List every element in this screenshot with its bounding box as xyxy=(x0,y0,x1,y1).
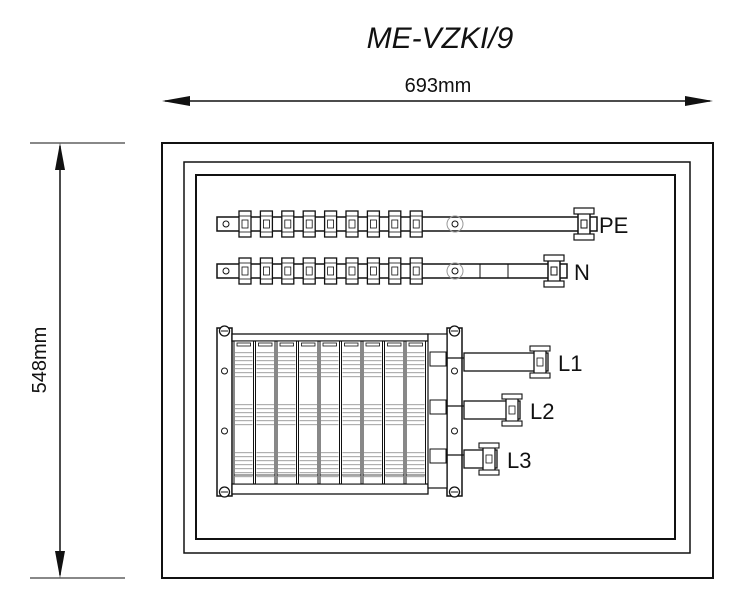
pe-terminal xyxy=(238,210,252,238)
left-rail xyxy=(216,327,233,497)
diagram-title: ME-VZKI/9 xyxy=(367,22,514,55)
pe-label: PE xyxy=(599,213,628,238)
phase-label-l2: L2 xyxy=(530,399,554,424)
n-terminal xyxy=(366,257,381,285)
right-rail xyxy=(446,327,463,497)
pe-terminal xyxy=(281,210,295,238)
height-dimension: 548mm xyxy=(29,142,125,579)
pe-terminal xyxy=(323,210,338,238)
n-end-clamp xyxy=(543,254,565,288)
n-terminal xyxy=(238,257,252,285)
pe-terminal xyxy=(409,210,423,238)
n-busbar: N xyxy=(216,254,590,288)
n-terminal xyxy=(259,257,274,285)
breaker-module xyxy=(276,340,297,485)
breaker-module xyxy=(255,340,276,485)
pe-end-clamp xyxy=(573,207,595,241)
breaker-module xyxy=(341,340,362,485)
pe-terminal xyxy=(345,210,359,238)
n-terminal xyxy=(281,257,295,285)
height-label: 548mm xyxy=(29,327,51,394)
phase-output-l1: L1 xyxy=(429,345,582,379)
breaker-block xyxy=(216,325,463,498)
n-terminal xyxy=(409,257,423,285)
pe-terminal xyxy=(259,210,274,238)
n-label: N xyxy=(574,260,590,285)
pe-busbar: PE xyxy=(216,207,628,241)
enclosure-outer-frame xyxy=(161,142,714,579)
breaker-module xyxy=(405,340,426,485)
n-terminal xyxy=(302,257,316,285)
n-terminal xyxy=(323,257,338,285)
breaker-module xyxy=(362,340,383,485)
phase-output-l3: L3 xyxy=(429,442,531,476)
breaker-module xyxy=(384,340,405,485)
enclosure-inner-frame xyxy=(195,174,676,540)
pe-terminal xyxy=(366,210,381,238)
n-terminal xyxy=(388,257,402,285)
phase-output-l2: L2 xyxy=(429,393,554,427)
breaker-module xyxy=(319,340,340,485)
enclosure-middle-frame xyxy=(183,161,691,554)
n-terminal xyxy=(345,257,359,285)
breaker-module xyxy=(298,340,319,485)
phase-label-l3: L3 xyxy=(507,448,531,473)
width-dimension: 693mm xyxy=(162,75,713,106)
width-label: 693mm xyxy=(405,75,472,97)
pe-terminal xyxy=(302,210,316,238)
pe-terminal xyxy=(388,210,402,238)
phase-label-l1: L1 xyxy=(558,351,582,376)
breaker-module xyxy=(233,340,254,485)
